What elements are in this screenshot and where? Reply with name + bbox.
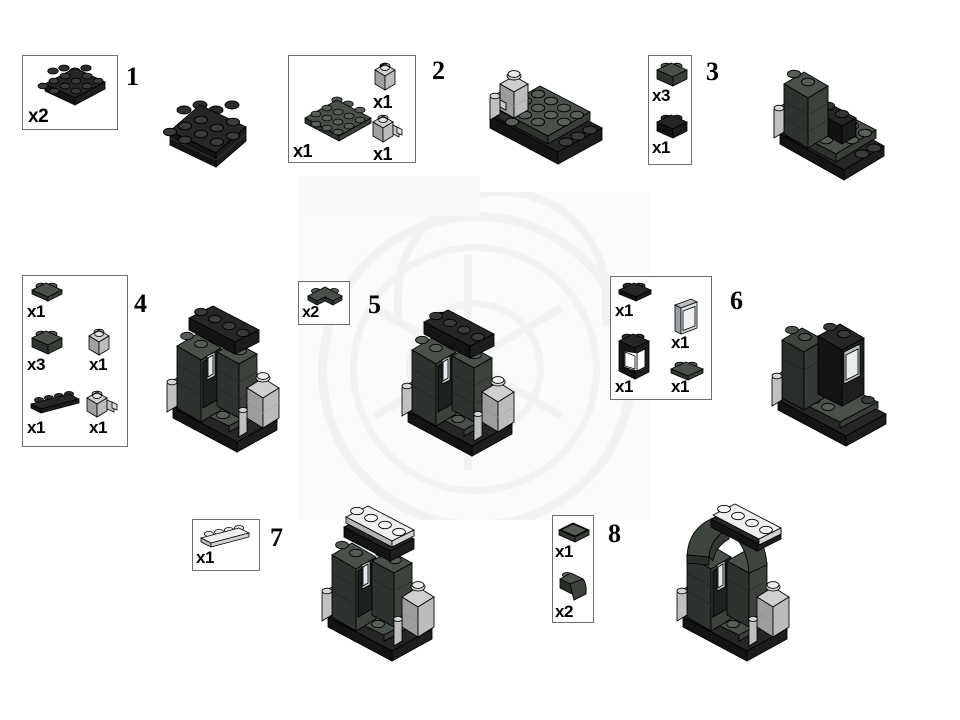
step-number: 1 (126, 62, 139, 91)
qty-label: x1 (555, 542, 573, 561)
parts-box-step-5: x2 (298, 281, 350, 325)
part-window-glass-pane (669, 295, 703, 337)
part-plate-2x6-black (31, 62, 111, 107)
part-plate-1x4-white (196, 523, 256, 549)
part-plate-2x2-corner-dark-gray (302, 284, 348, 310)
step-number: 7 (270, 523, 283, 552)
assembly-step-5 (390, 300, 550, 457)
watermark-block (480, 176, 650, 192)
qty-label: x2 (555, 602, 573, 621)
part-brick-1x2-dark-gray (28, 328, 68, 356)
part-brick-1x2-dark-gray (653, 60, 691, 88)
part-plate-1x2-dark-gray (667, 359, 709, 381)
assembly-step-1 (150, 95, 270, 185)
qty-label: x2 (28, 106, 49, 127)
qty-label: x1 (373, 92, 393, 112)
step-number: 2 (432, 56, 445, 85)
qty-label: x1 (89, 355, 107, 374)
qty-label: x1 (373, 144, 393, 164)
qty-label: x1 (293, 141, 313, 161)
part-plate-1x2-black (615, 280, 657, 302)
part-brick-1x1-with-side-clip-light-gray (369, 112, 407, 146)
parts-box-step-6: x1 x1 (610, 276, 712, 400)
step-number: 3 (706, 57, 719, 86)
qty-label: x1 (27, 418, 45, 437)
part-window-frame-1x2x2-black (615, 331, 657, 383)
qty-label: x1 (89, 418, 107, 437)
qty-label: x1 (615, 301, 633, 320)
qty-label: x2 (302, 304, 319, 321)
parts-box-step-7: x1 (192, 519, 260, 571)
step-number: 8 (608, 519, 621, 548)
part-brick-curved-slope-1x2x2-dark-gray (556, 568, 592, 604)
part-plate-1x4-black (27, 391, 85, 415)
assembly-step-8 (665, 495, 830, 662)
parts-box-step-2: x1 x1 (288, 55, 416, 164)
assembly-step-3 (758, 48, 933, 181)
step-number: 4 (134, 289, 147, 318)
part-brick-1x1-light-gray (371, 60, 401, 94)
part-plate-1x2-dark-gray (28, 280, 68, 302)
watermark-block (298, 176, 480, 216)
assembly-step-2 (468, 58, 618, 168)
parts-box-step-4: x1 x3 (22, 275, 128, 447)
parts-box-step-1: x2 (22, 55, 118, 130)
qty-label: x3 (27, 355, 45, 374)
assembly-step-4 (155, 300, 305, 453)
qty-label: x1 (196, 548, 214, 567)
assembly-step-6 (760, 300, 930, 450)
part-tile-1x2-dark-gray (556, 519, 592, 543)
part-plate-4x4-dark-gray (295, 90, 381, 148)
qty-label: x1 (671, 333, 689, 352)
qty-label: x1 (652, 138, 670, 157)
parts-box-step-3: x3 x1 (648, 55, 692, 165)
step-number: 5 (368, 290, 381, 319)
part-brick-1x1-with-side-clip-light-gray (83, 388, 123, 420)
qty-label: x1 (671, 377, 689, 396)
part-brick-1x2-black (653, 112, 691, 140)
assembly-step-7 (310, 505, 470, 662)
qty-label: x1 (615, 377, 633, 396)
parts-box-step-8: x1 x2 (552, 515, 594, 623)
qty-label: x3 (652, 86, 670, 105)
part-brick-1x1-light-gray (85, 326, 115, 358)
qty-label: x1 (27, 302, 45, 321)
step-number: 6 (730, 286, 743, 315)
